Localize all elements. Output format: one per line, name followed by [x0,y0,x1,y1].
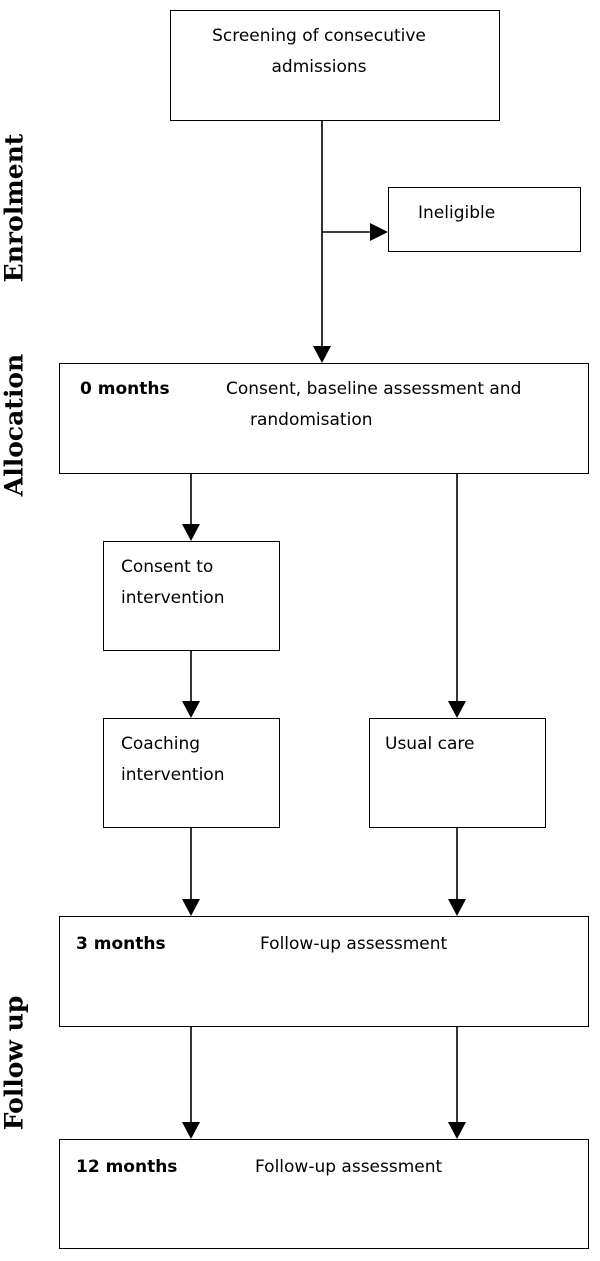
arrowhead-12-months-right [448,1122,466,1139]
consent-intervention-box: Consent to intervention [103,541,280,651]
arrowhead-usual-care [448,701,466,718]
phase-label-follow-up: Follow up [0,995,29,1131]
phase-label-allocation: Allocation [0,353,29,497]
baseline-randomisation-box: 0 months Consent, baseline assessment an… [59,363,589,474]
arrowhead-3-months-right [448,899,466,916]
phase-label-enrolment: Enrolment [0,133,29,283]
arrowhead-12-months-left [182,1122,200,1139]
arrowhead-3-months-left [182,899,200,916]
screening-box: Screening of consecutive admissions [170,10,500,121]
followup-12-months-text: Follow-up assessment [255,1157,443,1177]
ineligible-box: Ineligible [388,187,581,252]
arrowhead-coaching [182,701,200,718]
followup-3-months-box: 3 months Follow-up assessment [59,916,589,1027]
arrowhead-consent [182,524,200,541]
followup-12-months-time-label: 12 months [76,1157,178,1177]
arrowhead-ineligible [370,223,388,241]
arrowhead-baseline [313,346,331,363]
baseline-text-line2: randomisation [250,410,373,430]
followup-12-months-box: 12 months Follow-up assessment [59,1139,589,1249]
coaching-intervention-box: Coaching intervention [103,718,280,828]
ineligible-label: Ineligible [418,203,496,223]
consent-intervention-label: Consent to intervention [121,557,225,608]
coaching-intervention-label: Coaching intervention [121,734,225,785]
baseline-text-line1: Consent, baseline assessment and [226,379,522,399]
followup-3-months-time-label: 3 months [76,934,166,954]
usual-care-box: Usual care [369,718,546,828]
usual-care-label: Usual care [385,734,475,754]
followup-3-months-text: Follow-up assessment [260,934,448,954]
screening-label: Screening of consecutive admissions [212,26,426,77]
baseline-time-label: 0 months [80,379,170,399]
